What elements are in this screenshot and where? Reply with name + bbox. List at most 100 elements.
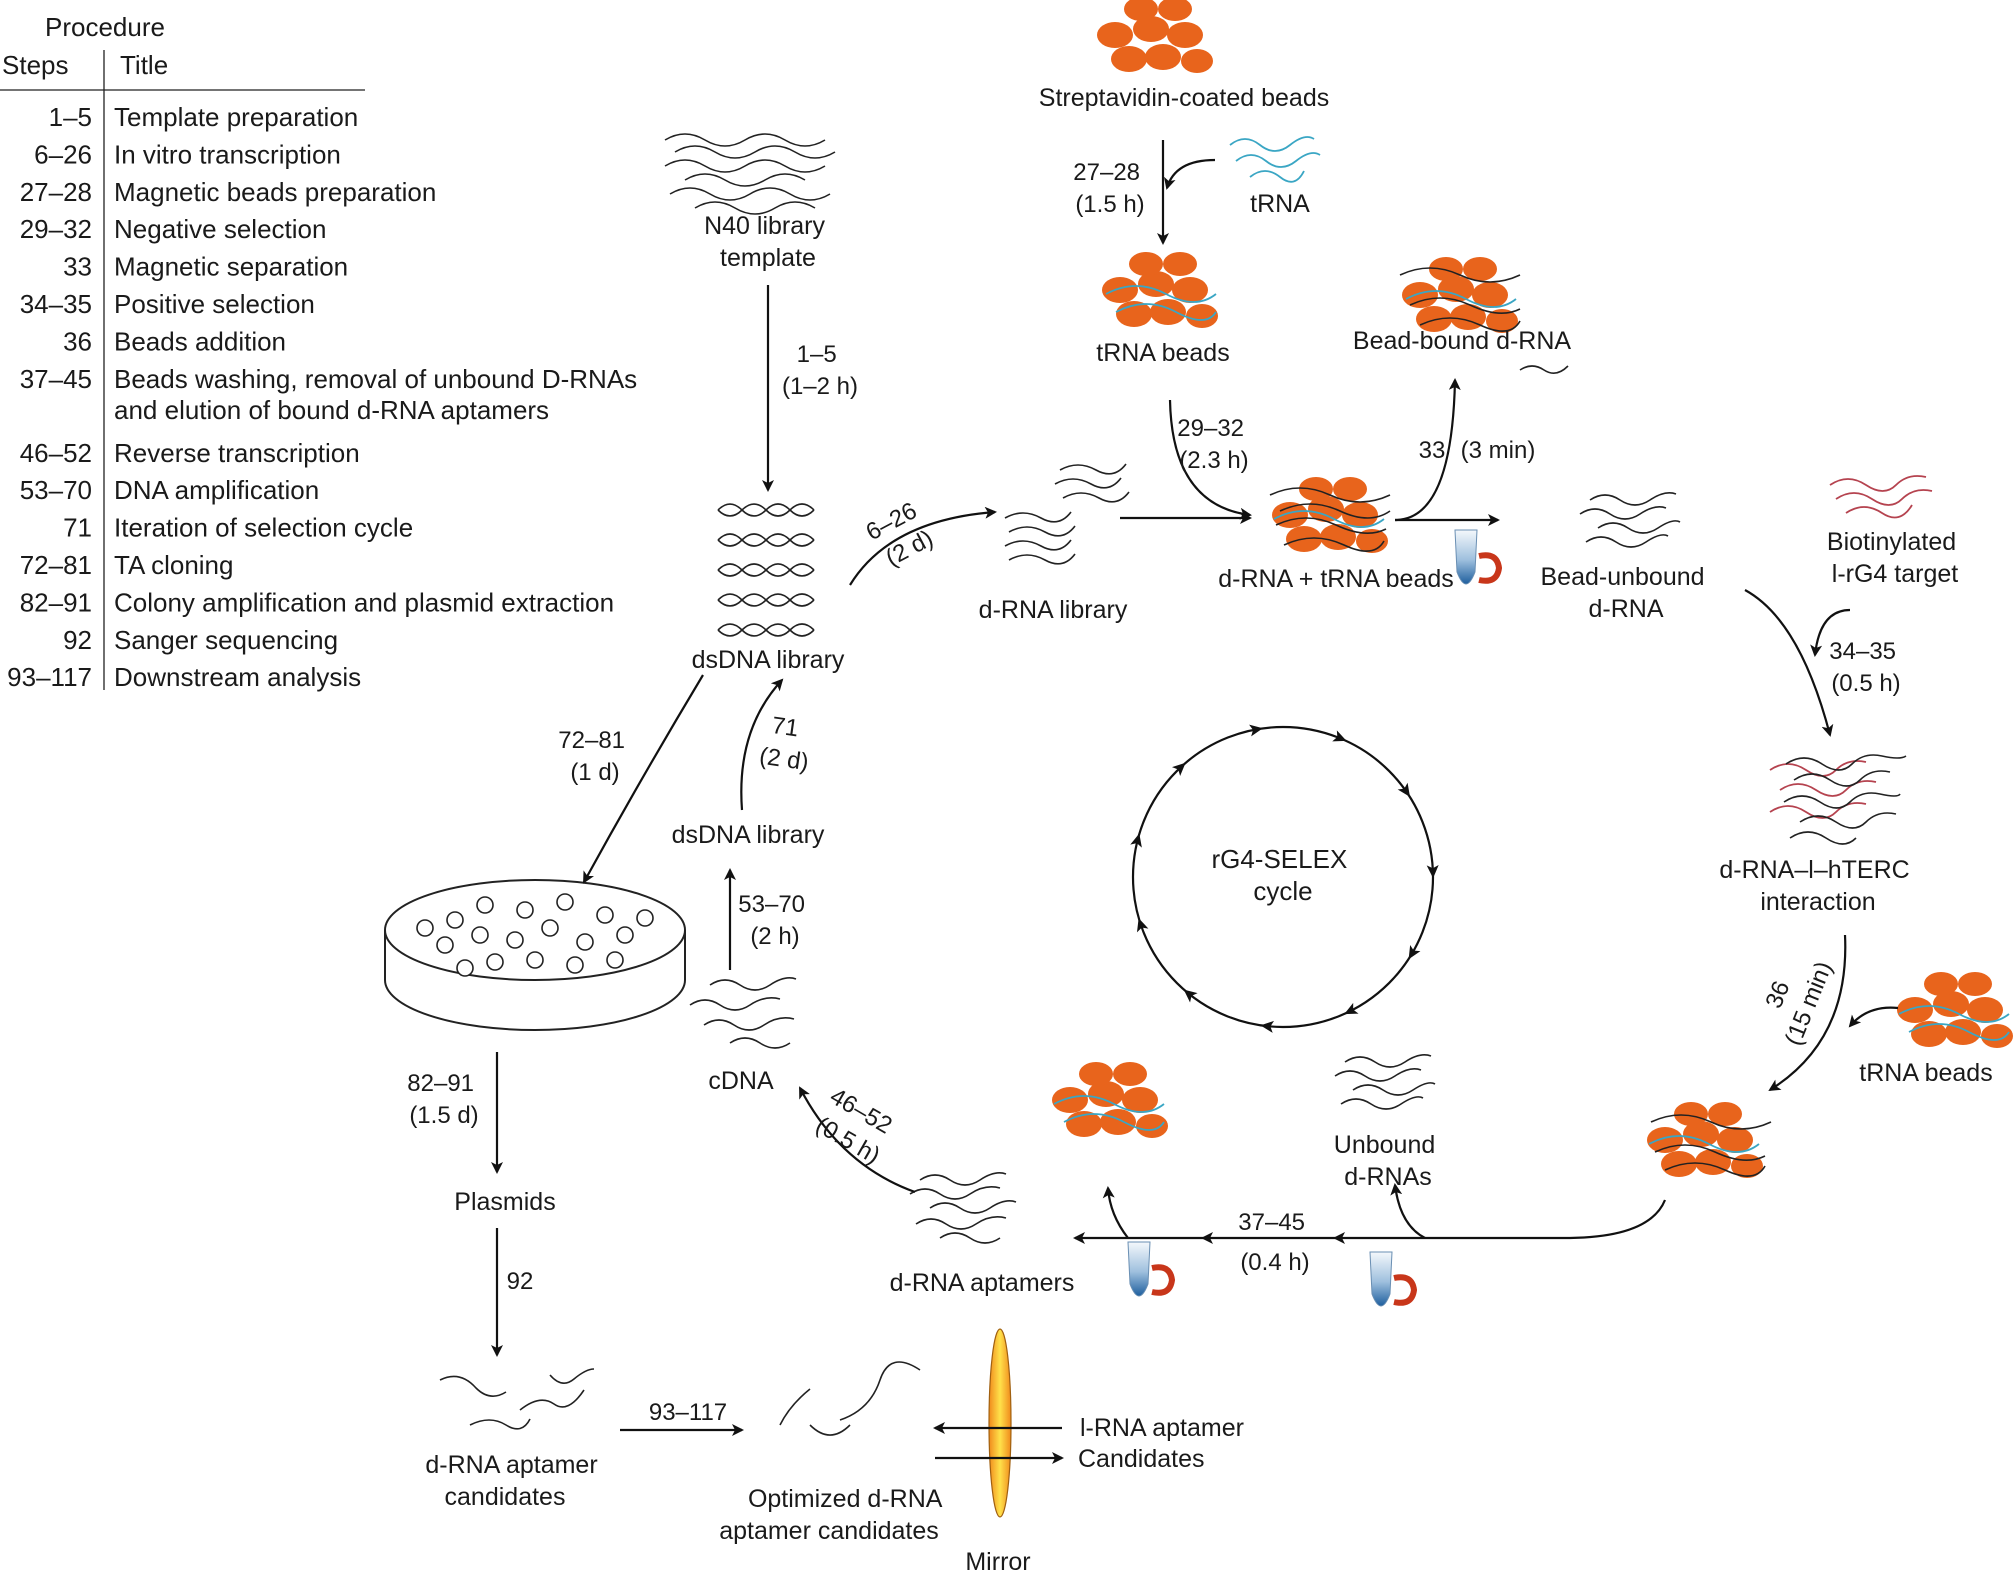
eluted-beads-cluster-icon	[1052, 1062, 1168, 1138]
procedure-row-steps: 29–32	[20, 214, 92, 244]
bead-bound-drna-cluster-icon	[1399, 257, 1521, 333]
drna-hterc-complex-icon	[1769, 754, 1907, 845]
cycle-arrowhead	[1183, 989, 1198, 1003]
drna-aptamers-label: d-RNA aptamers	[890, 1269, 1075, 1297]
streptavidin-bead-cluster-icon	[1097, 0, 1213, 73]
drna-trna-beads-cluster-icon	[1269, 477, 1391, 553]
procedure-heading: Procedure	[45, 12, 165, 42]
dsdna-helix-icon	[717, 503, 815, 637]
procedure-row-steps: 92	[63, 625, 92, 655]
procedure-row-title: Magnetic separation	[114, 252, 348, 282]
procedure-row-title: TA cloning	[114, 550, 233, 580]
procedure-row: 71 Iteration of selection cycle	[63, 513, 413, 543]
flow-arrows	[491, 140, 1899, 1464]
procedure-row: 82–91 Colony amplification and plasmid ex…	[20, 587, 614, 617]
mirror-label: Mirror	[965, 1548, 1030, 1573]
procedure-row: 29–32 Negative selection	[20, 214, 327, 244]
procedure-row-steps: 71	[63, 513, 92, 543]
procedure-table: Procedure Steps Title 1–5 Template prepar…	[0, 12, 637, 692]
procedure-row-title: Sanger sequencing	[114, 625, 338, 655]
step-33-label: 33	[1419, 437, 1446, 464]
procedure-row: 53–70 DNA amplification	[20, 475, 320, 505]
procedure-row-title: Colony amplification and plasmid extract…	[114, 587, 614, 617]
procedure-row-steps: 27–28	[20, 177, 92, 207]
drna-aptamer-candidates-label: d-RNA aptamer candidates	[425, 1451, 604, 1511]
cycle-arrowhead	[1171, 762, 1186, 776]
procedure-row-steps: 72–81	[20, 550, 92, 580]
procedure-row: 92 Sanger sequencing	[63, 625, 338, 655]
procedure-row-title: Negative selection	[114, 214, 326, 244]
procedure-row-steps: 82–91	[20, 587, 92, 617]
drna-library-label: d-RNA library	[979, 596, 1128, 624]
procedure-row-steps: 53–70	[20, 475, 92, 505]
procedure-row-title: Template preparation	[114, 102, 358, 132]
procedure-row-title: DNA amplification	[114, 475, 319, 505]
selex-cycle-ring	[1130, 724, 1439, 1033]
optimized-candidates-icon	[779, 1361, 921, 1436]
dsdna-library-mid-label: dsDNA library	[672, 821, 825, 849]
petri-dish-colonies-icon	[384, 879, 686, 1031]
cycle-arrowhead	[1397, 782, 1410, 797]
cycle-ring-arrowheads	[1130, 724, 1439, 1033]
procedure-row-steps: 36	[63, 326, 92, 356]
procedure-row-title: Beads addition	[114, 326, 286, 356]
step-53-70-label: 53–70 (2 h)	[738, 891, 811, 950]
cdna-label: cDNA	[708, 1067, 774, 1095]
procedure-row-steps: 93–117	[7, 662, 92, 692]
drna-aptamers-strands-icon	[909, 1172, 1017, 1244]
procedure-row-title: Downstream analysis	[114, 662, 361, 692]
procedure-row-title-continued: and elution of bound d-RNA aptamers	[114, 395, 549, 425]
bead-unbound-drna-strands-icon	[1579, 492, 1681, 548]
procedure-row: 37–45 Beads washing, removal of unbound D…	[20, 364, 637, 425]
cycle-arrowhead	[1260, 1020, 1275, 1033]
trna-beads-top-label: tRNA beads	[1096, 339, 1229, 367]
title-column-header: Title	[120, 50, 168, 80]
steps-column-header: Steps	[2, 50, 69, 80]
magnet-tube-icon-3	[1128, 1242, 1172, 1296]
trna-label: tRNA	[1250, 190, 1310, 218]
step-82-91-label: 82–91 (1.5 d)	[407, 1070, 480, 1129]
trna-beads-cluster-icon	[1102, 252, 1218, 328]
procedure-row: 1–5 Template preparation	[49, 102, 359, 132]
step-27-28-label: 27–28 (1.5 h)	[1073, 159, 1146, 218]
procedure-row-title: Beads washing, removal of unbound D-RNAs	[114, 364, 637, 394]
procedure-row-steps: 37–45	[20, 364, 92, 394]
bead-unbound-drna-label: Bead-unbound d-RNA	[1541, 563, 1712, 623]
trna-beads-right-cluster-icon	[1897, 972, 2013, 1048]
plasmids-label: Plasmids	[454, 1188, 555, 1216]
node-labels: N40 library template dsDNA library d-RNA…	[425, 84, 1992, 1573]
procedure-row-steps: 34–35	[20, 289, 92, 319]
optimized-candidates-label: Optimized d-RNA aptamer candidates	[719, 1485, 948, 1545]
cdna-strands-icon	[689, 977, 797, 1049]
procedure-row-title: Reverse transcription	[114, 438, 360, 468]
bead-bound-drna-label: Bead-bound d-RNA	[1353, 327, 1572, 355]
cycle-arrowhead	[1249, 724, 1263, 737]
step-1-5-label: 1–5 (1–2 h)	[782, 341, 858, 400]
lrna-aptamer-label: l-RNA aptamer Candidates	[1078, 1414, 1251, 1473]
step-72-81-label: 72–81 (1 d)	[558, 727, 631, 786]
step-6-26-label: 6–26 (2 d)	[862, 494, 943, 574]
procedure-row-steps: 1–5	[49, 102, 92, 132]
procedure-row-title: Positive selection	[114, 289, 315, 319]
cycle-arrowhead	[1136, 918, 1149, 933]
trna-strands-icon	[1229, 136, 1321, 183]
procedure-row: 36 Beads addition	[63, 326, 286, 356]
unbound-drna-strands-icon	[1334, 1054, 1436, 1110]
step-46-52-label: 46–52 (0.5 h)	[809, 1083, 902, 1171]
cycle-arrowhead	[1426, 865, 1439, 879]
magnet-tube-icon-2	[1370, 1252, 1414, 1306]
bound-complex-cluster-icon	[1647, 1102, 1772, 1178]
magnet-tube-icon-1	[1455, 530, 1499, 584]
n40-template-strands-icon	[664, 133, 836, 215]
procedure-row-title: Iteration of selection cycle	[114, 513, 413, 543]
cycle-arrowhead	[1332, 730, 1347, 742]
step-92-label: 92	[507, 1268, 534, 1295]
unbound-drnas-label: Unbound d-RNAs	[1334, 1131, 1442, 1191]
trna-beads-right-label: tRNA beads	[1859, 1059, 1992, 1087]
single-drna-strand	[1519, 365, 1569, 374]
step-29-32-label: 29–32 (2.3 h)	[1177, 415, 1250, 474]
procedure-row: 93–117 Downstream analysis	[7, 662, 361, 692]
